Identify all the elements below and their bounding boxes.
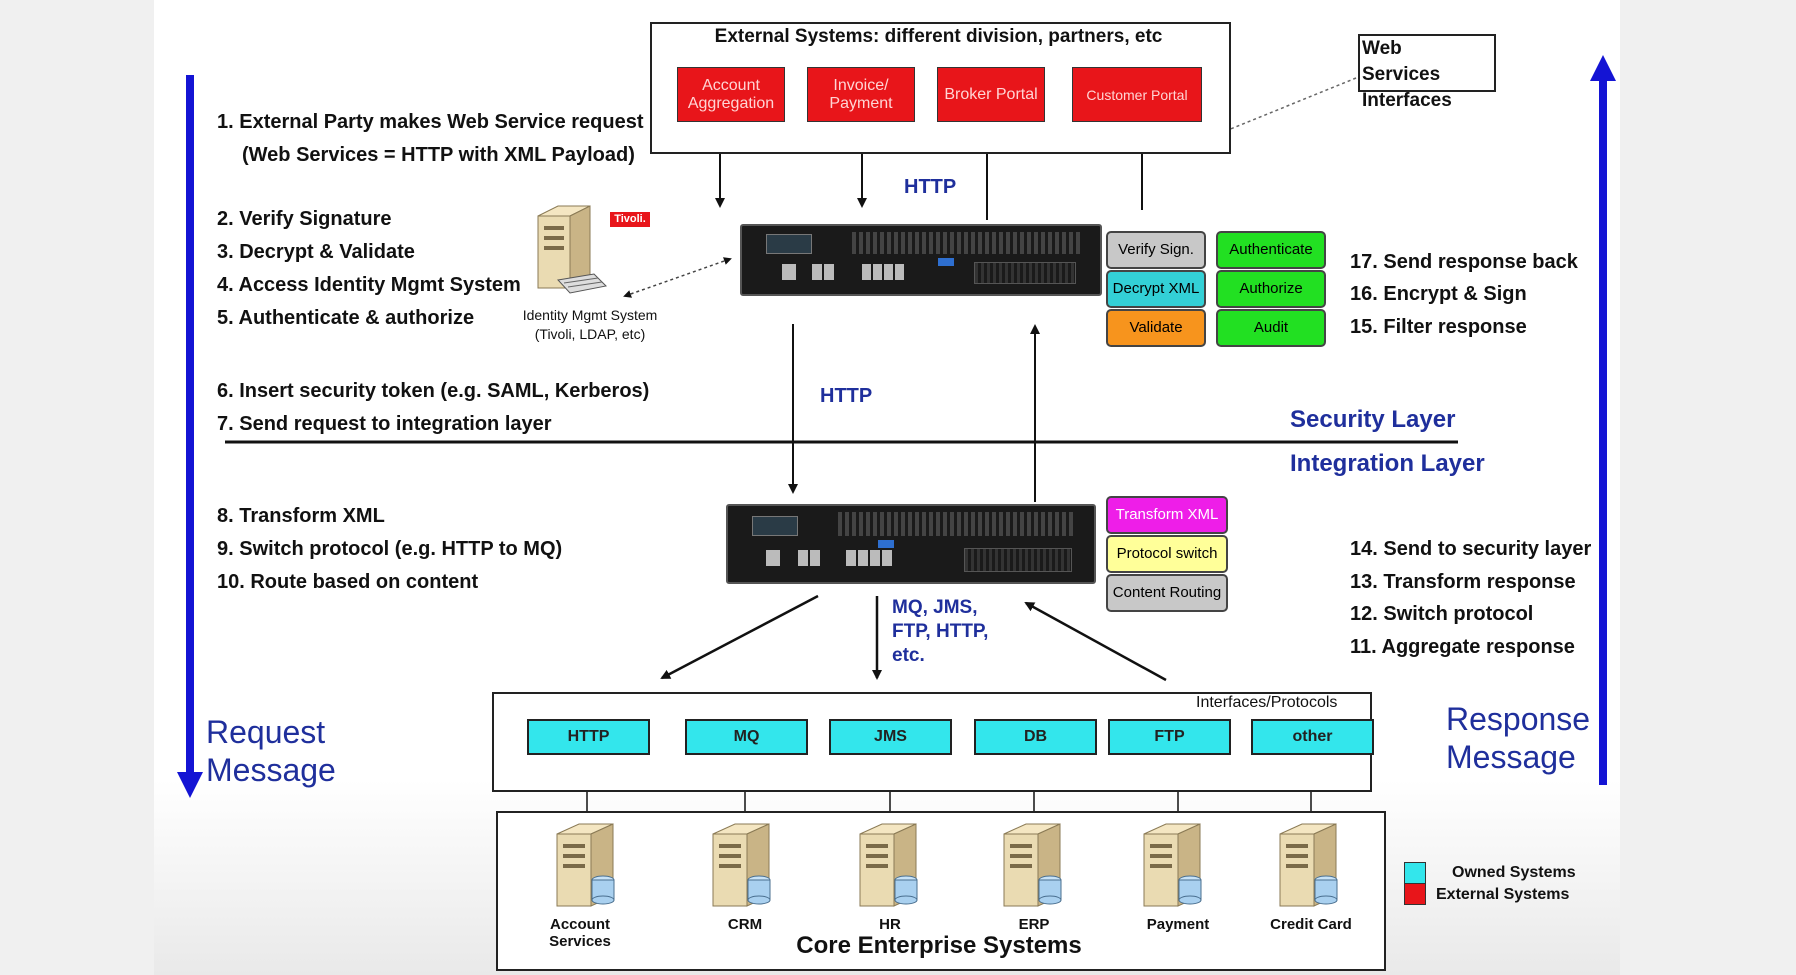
appliance-display	[766, 234, 812, 254]
appliance-vent	[852, 232, 1082, 254]
int-appliance-blue-latch	[878, 540, 894, 548]
server-icon-credit-card	[1276, 818, 1348, 910]
int-appliance-drives	[964, 548, 1072, 572]
server-icon-hr	[856, 818, 928, 910]
core-systems-box	[496, 811, 1386, 971]
pill-protocol-switch: Protocol switch	[1106, 535, 1228, 573]
appliance-port-b	[812, 264, 836, 280]
core-systems-title: Core Enterprise Systems	[796, 932, 1082, 959]
right-margin	[1620, 0, 1796, 975]
arrow-to-int-right	[1024, 601, 1167, 682]
left-margin	[0, 0, 154, 975]
response-label-2: Message	[1446, 739, 1576, 775]
security-appliance	[740, 224, 1102, 296]
core-label-crm: CRM	[727, 916, 763, 933]
pill-decrypt-xml: Decrypt XML	[1106, 270, 1206, 308]
int-appliance-ports	[846, 550, 894, 566]
step-3: 3. Decrypt & Validate	[217, 241, 415, 263]
pill-audit: Audit	[1216, 309, 1326, 347]
int-appliance-vent	[838, 512, 1074, 536]
integration-layer-label: Integration Layer	[1290, 450, 1485, 477]
legend-external-label: External Systems	[1436, 886, 1570, 903]
ws-interfaces-box	[1358, 34, 1496, 92]
ext-system-broker: Broker Portal	[937, 67, 1045, 122]
server-icon-crm	[709, 818, 781, 910]
step-6: 6. Insert security token (e.g. SAML, Ker…	[217, 380, 650, 402]
identity-link	[623, 257, 732, 298]
step-1-note: (Web Services = HTTP with XML Payload)	[242, 144, 635, 166]
http-label-top: HTTP	[904, 176, 957, 198]
step-11: 11. Aggregate response	[1350, 636, 1575, 658]
request-label-2: Message	[206, 752, 336, 788]
core-label-payment: Payment	[1146, 916, 1210, 933]
appliance-port-a	[782, 264, 796, 280]
step-9: 9. Switch protocol (e.g. HTTP to MQ)	[217, 538, 563, 560]
pill-transform-xml: Transform XML	[1106, 496, 1228, 534]
interfaces-title: Interfaces/Protocols	[1196, 694, 1338, 711]
integration-appliance	[726, 504, 1096, 584]
http-label-mid: HTTP	[820, 385, 873, 407]
arrow-int-left	[660, 594, 819, 680]
legend-external-swatch	[1404, 883, 1426, 905]
iface-other: other	[1251, 719, 1374, 755]
step-8: 8. Transform XML	[217, 505, 385, 527]
ext-system-account: Account Aggregation	[677, 67, 785, 122]
iface-db: DB	[974, 719, 1097, 755]
tivoli-badge: Tivoli.	[610, 212, 650, 227]
pill-authorize: Authorize	[1216, 270, 1326, 308]
step-2: 2. Verify Signature	[217, 208, 392, 230]
protocols-note-2: FTP, HTTP,	[892, 621, 989, 642]
legend-owned-label: Owned Systems	[1452, 864, 1576, 881]
step-5: 5. Authenticate & authorize	[217, 307, 475, 329]
core-label-hr: HR	[879, 916, 901, 933]
iface-jms: JMS	[829, 719, 952, 755]
core-label-account: Account Services	[549, 916, 611, 950]
ws-pointer	[1204, 77, 1357, 141]
int-appliance-port-b	[798, 550, 822, 566]
response-label-1: Response	[1446, 701, 1591, 737]
legend-owned-swatch	[1404, 862, 1426, 884]
server-icon-payment	[1140, 818, 1212, 910]
core-label-erp: ERP	[1018, 916, 1050, 933]
identity-server-icon	[528, 198, 608, 296]
identity-label-1: Identity Mgmt System	[522, 307, 658, 323]
server-icon-account	[553, 818, 625, 910]
appliance-drives	[974, 262, 1076, 284]
step-7: 7. Send request to integration layer	[217, 413, 552, 435]
external-systems-title: External Systems: different division, pa…	[714, 26, 1163, 47]
protocols-note-1: MQ, JMS,	[892, 597, 978, 618]
step-15: 15. Filter response	[1350, 316, 1527, 338]
step-17: 17. Send response back	[1350, 251, 1578, 273]
step-16: 16. Encrypt & Sign	[1350, 283, 1527, 305]
iface-mq: MQ	[685, 719, 808, 755]
pill-verify-sign: Verify Sign.	[1106, 231, 1206, 269]
security-layer-label: Security Layer	[1290, 406, 1456, 433]
pill-content-routing: Content Routing	[1106, 574, 1228, 612]
step-4: 4. Access Identity Mgmt System	[217, 274, 521, 296]
step-12: 12. Switch protocol	[1350, 603, 1534, 625]
step-10: 10. Route based on content	[217, 571, 479, 593]
appliance-blue-latch	[938, 258, 954, 266]
step-14: 14. Send to security layer	[1350, 538, 1592, 560]
ext-system-invoice: Invoice/ Payment	[807, 67, 915, 122]
int-appliance-port-a	[766, 550, 780, 566]
core-label-credit-card: Credit Card	[1270, 916, 1352, 933]
protocols-note-3: etc.	[892, 645, 925, 666]
appliance-ports	[862, 264, 906, 280]
step-13: 13. Transform response	[1350, 571, 1576, 593]
int-appliance-display	[752, 516, 798, 536]
server-icon-erp	[1000, 818, 1072, 910]
iface-ftp: FTP	[1108, 719, 1231, 755]
step-1: 1. External Party makes Web Service requ…	[217, 111, 644, 133]
request-label-1: Request	[206, 714, 326, 750]
ws-interfaces-label: Web Services Interfaces	[1362, 38, 1452, 111]
pill-validate: Validate	[1106, 309, 1206, 347]
iface-http: HTTP	[527, 719, 650, 755]
identity-label-2: (Tivoli, LDAP, etc)	[534, 326, 646, 342]
ext-system-customer: Customer Portal	[1072, 67, 1202, 122]
pill-authenticate: Authenticate	[1216, 231, 1326, 269]
